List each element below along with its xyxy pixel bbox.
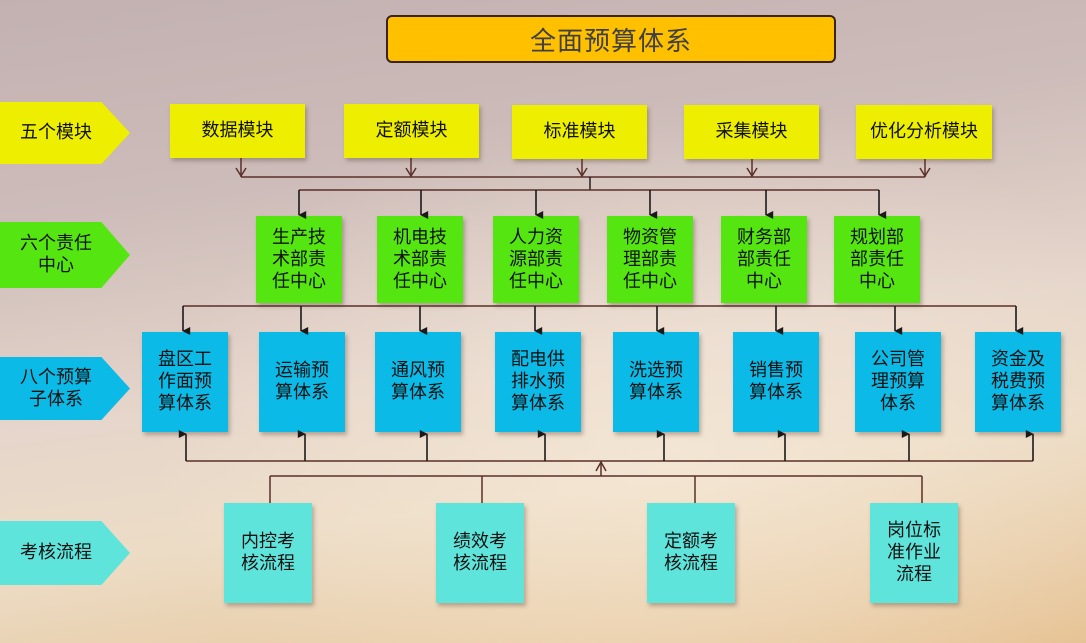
subsystem-box: 公司管 理预算 体系 [855,332,941,432]
center-box: 人力资 源部责 任中心 [493,216,579,303]
subsystem-box: 配电供 排水预 算体系 [495,332,581,432]
diagram-title: 全面预算体系 [386,15,836,63]
center-box: 物资管 理部责 任中心 [607,216,693,303]
module-box: 数据模块 [170,104,305,158]
process-box: 定额考 核流程 [647,503,735,603]
row-label-subsystems: 八个预算 子体系 [0,357,130,420]
subsystem-box: 通风预 算体系 [375,332,461,432]
row-label-centers: 六个责任 中心 [0,222,130,288]
subsystem-box: 运输预 算体系 [259,332,345,432]
process-box: 绩效考 核流程 [436,503,524,603]
open-arrow [919,167,931,178]
process-box: 岗位标 准作业 流程 [870,503,958,603]
center-box: 机电技 术部责 任中心 [377,216,463,303]
process-box: 内控考 核流程 [224,503,312,603]
open-arrow [746,167,758,178]
open-arrow [235,167,247,178]
subsystem-box: 销售预 算体系 [733,332,819,432]
subsystem-box: 盘区工 作面预 算体系 [142,332,228,432]
subsystem-box: 洗选预 算体系 [613,332,699,432]
module-box: 优化分析模块 [856,105,992,159]
open-arrow [595,460,607,472]
center-box: 财务部 部责任 中心 [721,216,807,303]
open-arrow [405,167,417,178]
row-label-modules: 五个模块 [0,102,130,164]
center-box: 规划部 部责任 中心 [834,216,920,303]
row-label-processes: 考核流程 [0,521,130,585]
module-box: 采集模块 [684,105,819,159]
center-box: 生产技 术部责 任中心 [256,216,342,303]
module-box: 标准模块 [512,105,647,159]
subsystem-box: 资金及 税费预 算体系 [975,332,1061,432]
module-box: 定额模块 [344,104,479,158]
open-arrow [576,167,588,178]
